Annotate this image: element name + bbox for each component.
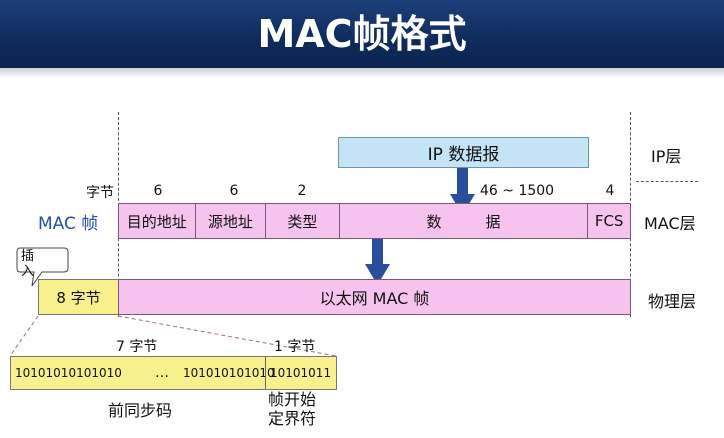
title-bar-shadow (0, 68, 724, 78)
page-title: MAC帧格式 (257, 12, 467, 56)
physical-layer-label: 物理层 (648, 292, 697, 311)
arrow-down-icon (365, 238, 390, 285)
data-label-1: 数 (426, 212, 442, 231)
preamble-bits-box: 10101010101010 … 101010101010 10101011 (10, 356, 337, 390)
insert-callout-text: 插入 (21, 249, 35, 279)
preamble-8-byte-box: 8 字节 (38, 279, 119, 315)
dest-address-label: 目的地址 (126, 212, 187, 231)
dest-size: 6 (153, 183, 163, 199)
data-label-2: 据 (485, 212, 501, 231)
fcs-size: 4 (605, 183, 615, 199)
bits-ellipsis: … (155, 365, 169, 381)
byte-unit-label: 字节 (86, 185, 114, 201)
mac-layer-label: MAC层 (644, 214, 696, 233)
fcs-label: FCS (594, 212, 624, 230)
layer-separator-line (636, 181, 698, 182)
preamble-8-byte-label: 8 字节 (56, 288, 101, 307)
src-size: 6 (229, 183, 239, 199)
ip-datagram-box: IP 数据报 (338, 137, 589, 168)
data-size: 46 ~ 1500 (480, 183, 555, 199)
preamble-7-byte-label: 7 字节 (116, 339, 158, 355)
type-size: 2 (297, 183, 307, 199)
sfd-name-line-1: 帧开始 (268, 390, 317, 409)
insert-callout-bubble (16, 247, 69, 287)
bits-sfd: 10101011 (270, 366, 332, 380)
src-address-field: 源地址 (196, 204, 267, 238)
ip-layer-label: IP层 (651, 147, 682, 166)
bits-left: 10101010101010 (15, 366, 122, 380)
sfd-name-line-2: 定界符 (268, 409, 317, 428)
ip-datagram-label: IP 数据报 (427, 145, 500, 165)
mac-frame-row: 目的地址 源地址 类型 数 据 FCS (118, 203, 631, 239)
type-label: 类型 (287, 212, 318, 231)
fcs-field: FCS (588, 204, 630, 238)
dest-address-field: 目的地址 (119, 204, 196, 238)
mac-frame-label: MAC 帧 (38, 214, 99, 234)
title-bar (0, 0, 724, 68)
src-address-label: 源地址 (207, 212, 253, 231)
preamble-name: 前同步码 (108, 401, 173, 420)
sfd-1-byte-label: 1 字节 (274, 339, 316, 355)
expansion-lines (9, 315, 337, 357)
ethernet-mac-frame-label: 以太网 MAC 帧 (319, 289, 430, 308)
data-field: 数 据 (340, 204, 589, 238)
sfd-divider (265, 357, 266, 389)
type-field: 类型 (266, 204, 340, 238)
bits-mid: 101010101010 (183, 366, 275, 380)
ethernet-mac-frame-box: 以太网 MAC 帧 (118, 279, 631, 315)
